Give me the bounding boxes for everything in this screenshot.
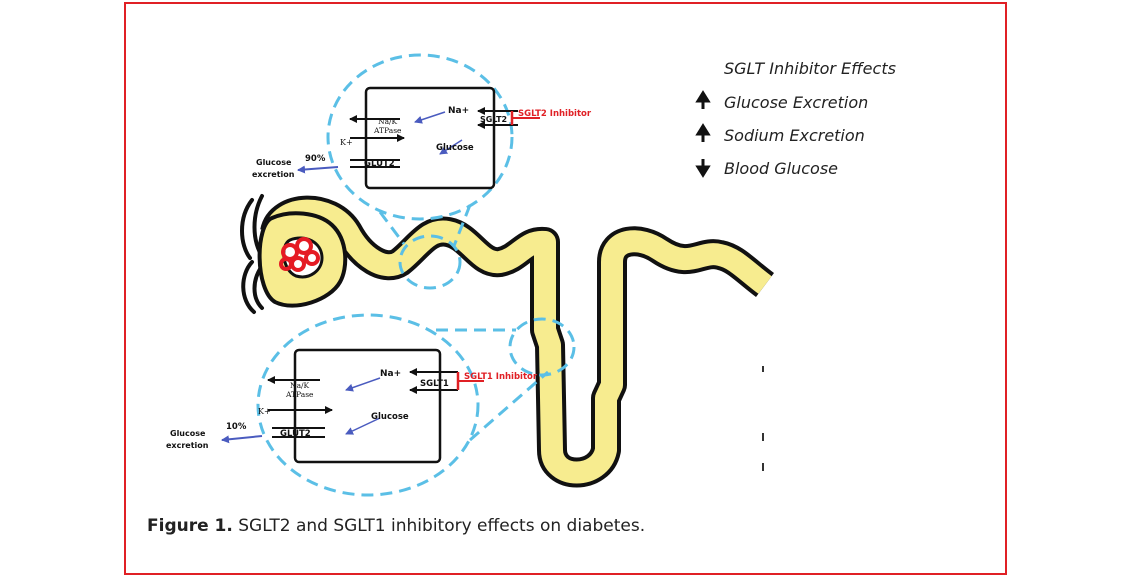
bottom-pump-line2: ATPase: [285, 390, 314, 399]
caption-label: Figure 1.: [147, 516, 233, 536]
top-pump-line2: ATPase: [373, 126, 402, 135]
bottom-transporter-label: SGLT1: [420, 379, 449, 389]
effect-glucose-excretion: Glucose Excretion: [724, 93, 868, 112]
top-pump-line1: Na/K: [378, 117, 398, 126]
bottom-glut-label: GLUT2: [280, 429, 311, 439]
bottom-glucose-label: Glucose: [371, 412, 409, 422]
bottom-na-label: Na+: [380, 369, 401, 379]
figure-caption: Figure 1. SGLT2 and SGLT1 inhibitory eff…: [147, 516, 645, 536]
bottom-percent-label: 10%: [226, 422, 247, 432]
top-transporter-label: SGLT2: [480, 115, 507, 124]
bottom-cell: Na+ SGLT1 SGLT1 Inhibitor Na/K ATPase K+…: [166, 348, 538, 464]
top-glut-label: GLUT2: [364, 159, 395, 169]
top-percent-label: 90%: [305, 154, 326, 164]
top-glucose-label: Glucose: [436, 143, 474, 153]
effects-title: SGLT Inhibitor Effects: [724, 59, 896, 78]
effects-legend: SGLT Inhibitor Effects Glucose Excretion…: [695, 59, 896, 178]
caption-text: SGLT2 and SGLT1 inhibitory effects on di…: [232, 516, 646, 536]
bottom-inhibitor-label: SGLT1 Inhibitor: [464, 372, 538, 382]
blood-glucose-down-arrow-icon: [695, 159, 711, 178]
top-inhibitor-label: SGLT2 Inhibitor: [518, 109, 592, 119]
zoom-callouts: [256, 53, 576, 497]
bottom-pump-line1: Na/K: [290, 381, 310, 390]
effect-blood-glucose: Blood Glucose: [724, 159, 838, 178]
top-na-label: Na+: [448, 106, 469, 116]
top-cell: Na+ SGLT2 SGLT2 Inhibitor Na/K ATPase K+…: [252, 86, 592, 190]
bottom-k-label: K+: [258, 407, 271, 416]
bottom-excretion-line2: excretion: [166, 441, 209, 450]
top-k-label: K+: [340, 138, 353, 147]
bottom-excretion-line1: Glucose: [170, 429, 206, 438]
glomerulus: [279, 237, 320, 272]
top-excretion-line1: Glucose: [256, 158, 292, 167]
effect-sodium-excretion: Sodium Excretion: [724, 126, 865, 145]
top-excretion-line2: excretion: [252, 170, 295, 179]
sodium-excretion-up-arrow-icon: [695, 123, 711, 142]
glucose-excretion-up-arrow-icon: [695, 90, 711, 109]
